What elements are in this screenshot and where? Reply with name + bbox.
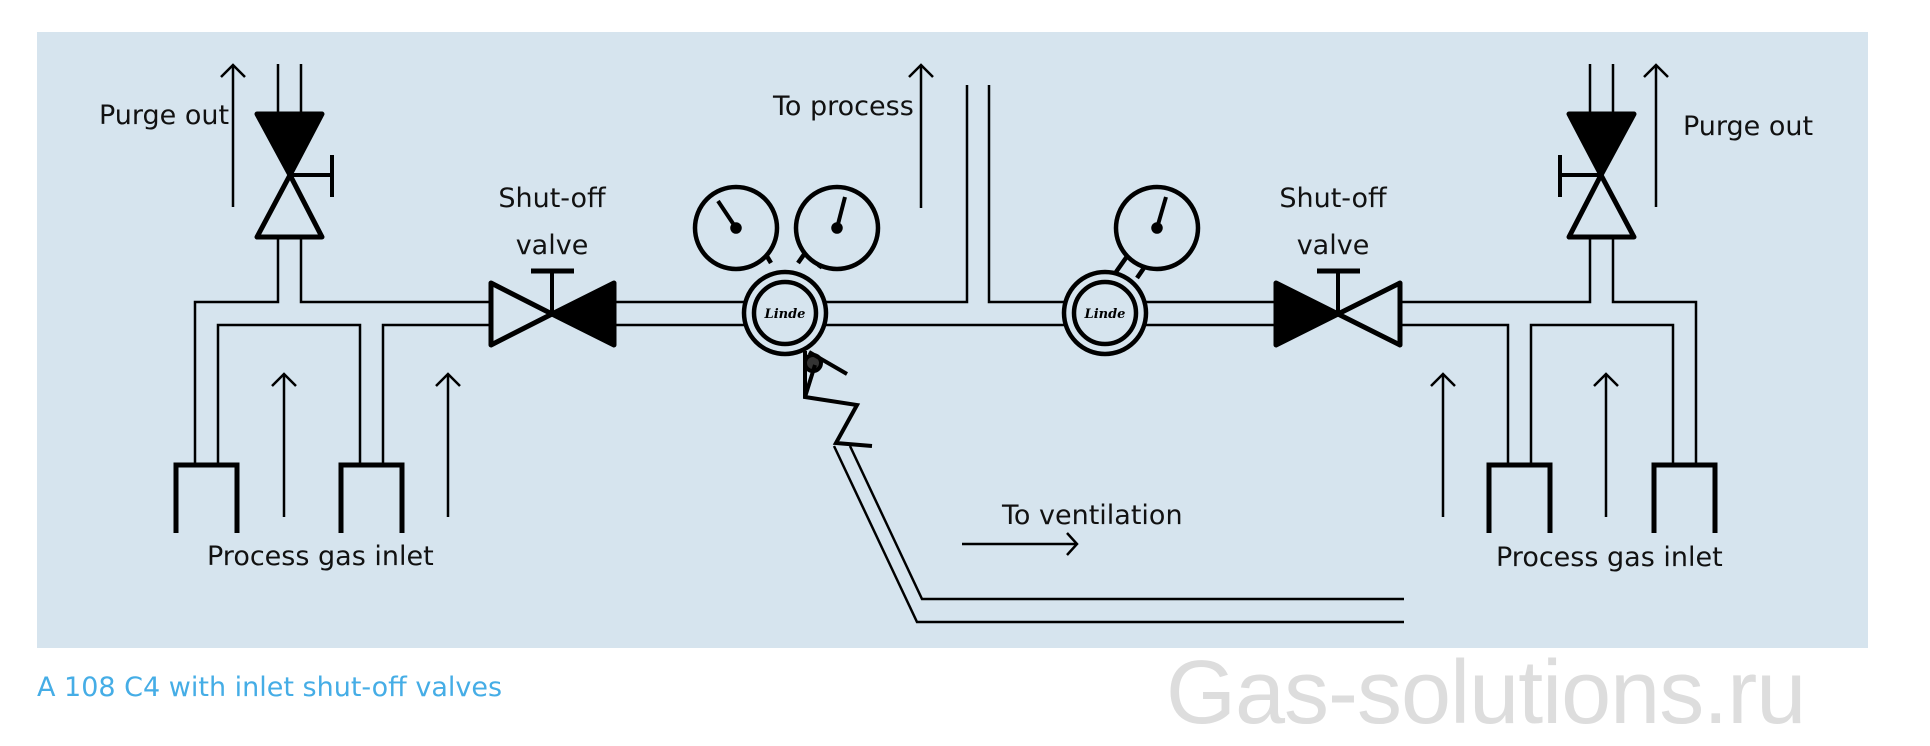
inlet-arrow-icon-left-1: [271, 372, 297, 517]
right-manifold-outer: [1611, 237, 1698, 465]
right-shutoff-valve-icon[interactable]: [1273, 268, 1403, 348]
to-process-arrow-icon: [908, 63, 934, 208]
right-manifold-inner-1: [1401, 323, 1510, 465]
left-manifold-outer: [193, 237, 280, 465]
left-manifold-inner-1: [216, 323, 362, 465]
ventilation-pipe-bottom: [832, 445, 1404, 624]
to-ventilation-arrow-icon: [962, 532, 1079, 556]
left-regulator-logo: Linde: [764, 307, 806, 322]
shutoff-right-label-2: valve: [1297, 230, 1370, 261]
to-process-pipe-right: [987, 85, 1068, 304]
inlet-arrow-icon-left-2: [435, 372, 461, 517]
figure-caption: A 108 C4 with inlet shut-off valves: [37, 672, 503, 703]
inlet-arrow-icon-right-1: [1430, 372, 1456, 517]
ventilation-pipe-top: [848, 445, 1404, 601]
shutoff-right-label-1: Shut-off: [1279, 183, 1388, 214]
process-gas-inlet-left-label: Process gas inlet: [207, 541, 434, 572]
watermark: Gas-solutions.ru: [1166, 643, 1806, 743]
shutoff-left-label-2: valve: [516, 230, 589, 261]
inlet-cap-left-2: [338, 462, 405, 533]
inlet-cap-right-1: [1486, 462, 1553, 533]
right-purge-valve-icon[interactable]: [1558, 111, 1637, 240]
diagram-panel: [37, 32, 1868, 648]
right-manifold-inner-2: [1529, 323, 1675, 465]
shutoff-left-label-1: Shut-off: [498, 183, 607, 214]
left-shutoff-valve-icon[interactable]: [488, 268, 617, 348]
right-manifold-top-left: [1401, 237, 1592, 304]
purge-out-left-label: Purge out: [99, 100, 229, 131]
to-process-pipe-left: [823, 85, 969, 304]
to-ventilation-label: To ventilation: [1001, 500, 1183, 531]
left-purge-valve-icon[interactable]: [254, 111, 334, 240]
right-regulator[interactable]: [1061, 184, 1201, 357]
to-process-label: To process: [772, 91, 914, 122]
left-manifold-inner-2: [381, 323, 490, 465]
inlet-arrow-icon-right-2: [1593, 372, 1619, 517]
purge-out-right-arrow-icon: [1643, 63, 1669, 207]
relief-valve-spring-icon: [803, 350, 873, 448]
purge-out-left-arrow-icon: [220, 63, 246, 207]
left-regulator[interactable]: [692, 184, 881, 357]
pipework: [193, 64, 1698, 624]
left-manifold-top-right: [299, 237, 490, 304]
right-regulator-logo: Linde: [1084, 307, 1126, 322]
inlet-cap-left-1: [173, 462, 240, 533]
inlet-cap-right-2: [1651, 462, 1718, 533]
process-gas-inlet-right-label: Process gas inlet: [1496, 542, 1723, 573]
purge-out-right-label: Purge out: [1683, 111, 1813, 142]
